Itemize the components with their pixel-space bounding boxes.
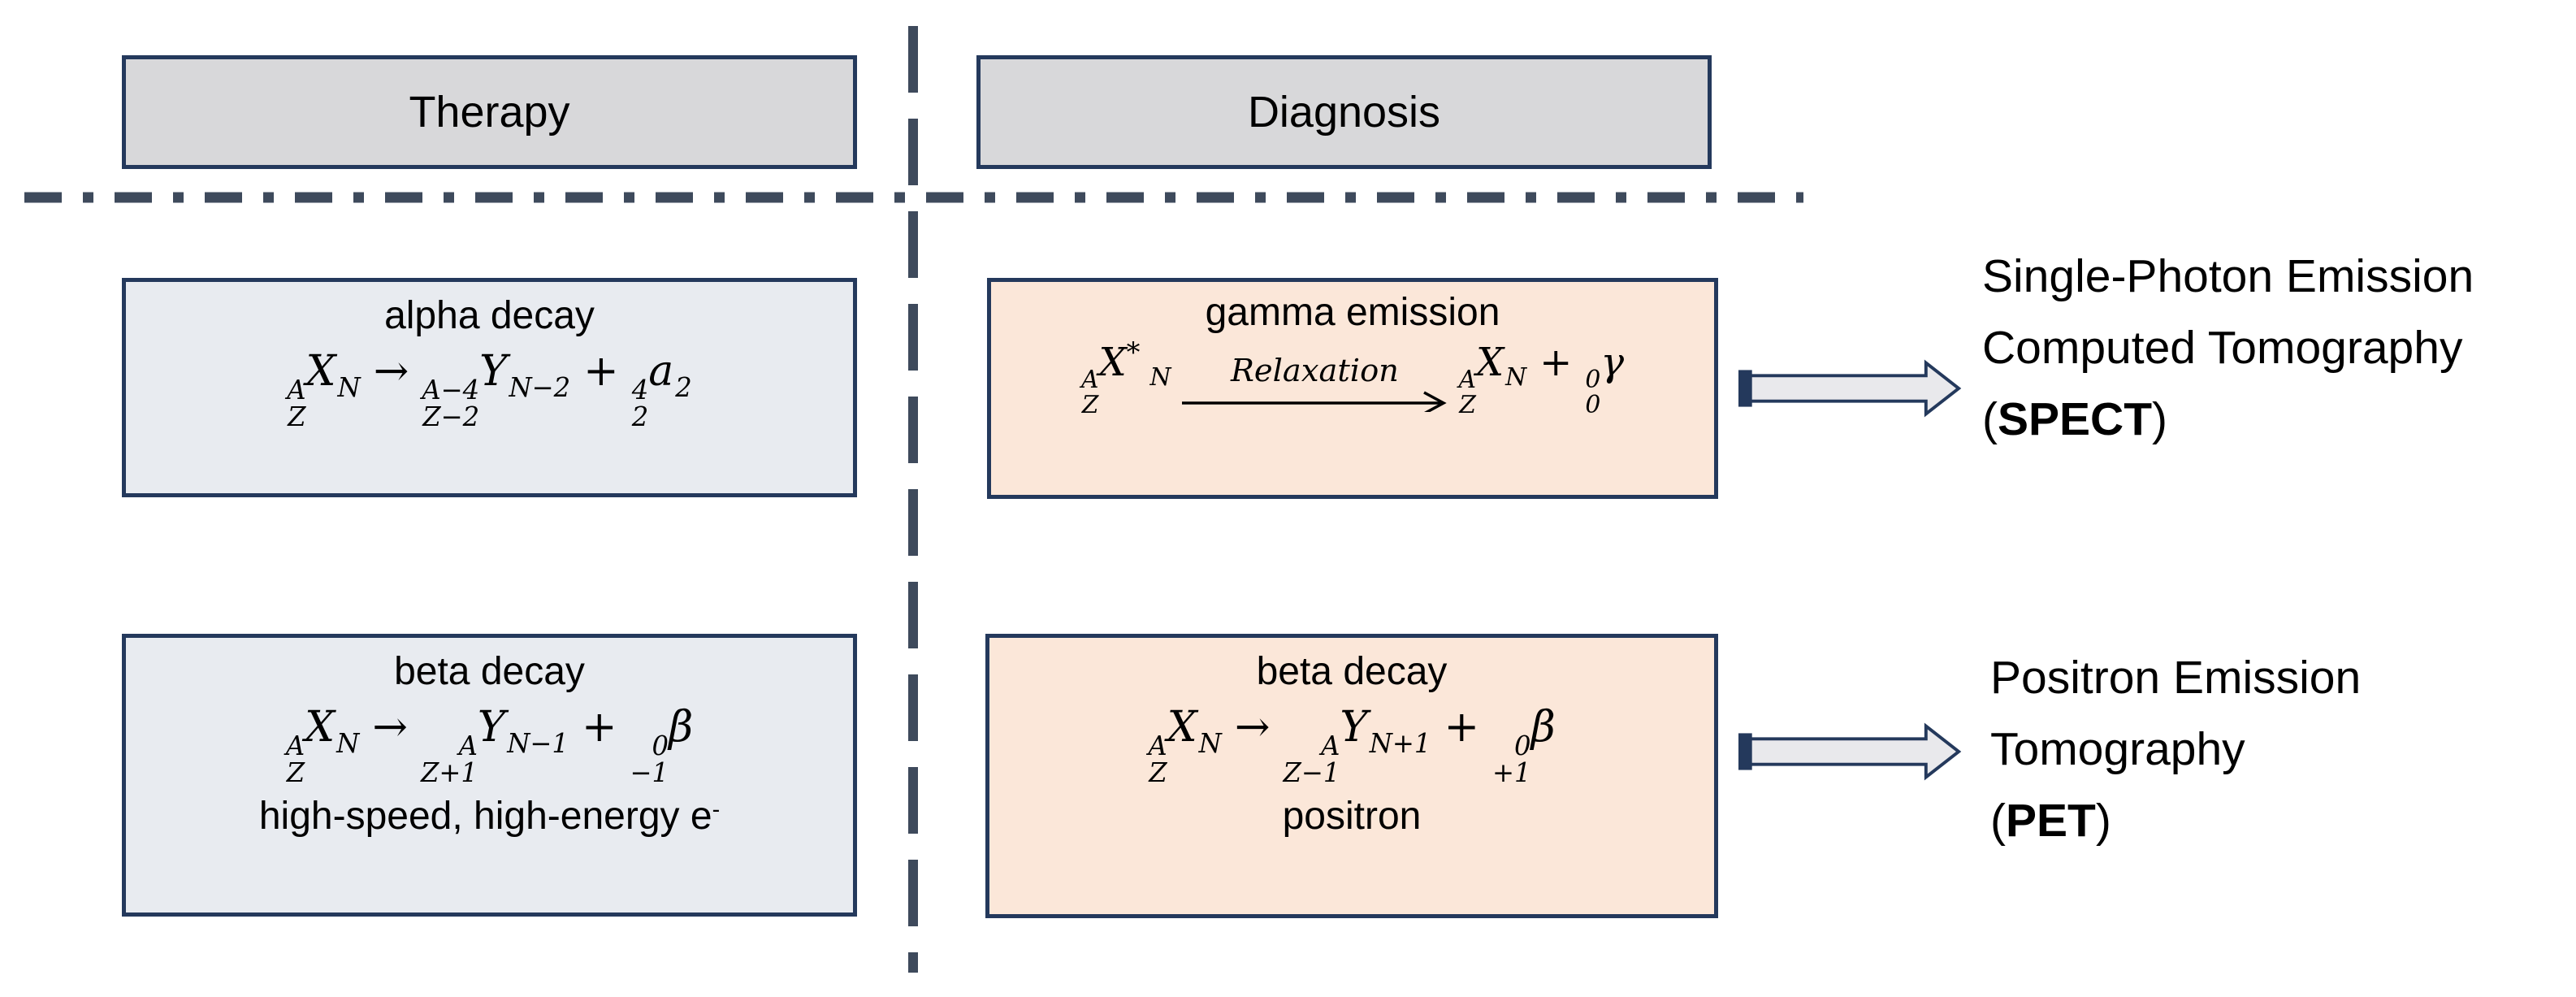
nuclide-prescripts: 0+1 <box>1492 730 1531 789</box>
pet-line2: Tomography <box>1990 723 2245 775</box>
spect-abbr: SPECT <box>1997 393 2153 445</box>
pet-arrow-icon <box>1738 722 1962 781</box>
relaxation-arrow: Relaxation <box>1180 353 1448 413</box>
diagnosis-header-box: Diagnosis <box>976 55 1712 169</box>
spect-arrow-icon <box>1738 359 1962 418</box>
relaxation-label: Relaxation <box>1231 353 1399 390</box>
alpha-decay-title: alpha decay <box>384 294 595 337</box>
spect-line2: Computed Tomography <box>1982 322 2463 374</box>
vertical-divider-line <box>908 26 918 973</box>
pet-abbr: PET <box>2005 795 2096 847</box>
horizontal-divider-line <box>24 192 1803 203</box>
spect-line1: Single-Photon Emission <box>1982 250 2474 302</box>
electron-minus-superscript: - <box>712 796 721 823</box>
therapy-header-label: Therapy <box>409 88 570 137</box>
pet-abbr-line: (PET) <box>1990 795 2111 847</box>
beta-therapy-note: high-speed, high-energy e- <box>258 794 721 838</box>
beta-decay-diagnosis-title: beta decay <box>1256 650 1448 693</box>
pet-label: Positron Emission Tomography (PET) <box>1990 642 2361 856</box>
nuclide-prescripts: 0−1 <box>630 730 669 789</box>
spect-abbr-line: (SPECT) <box>1982 393 2168 445</box>
diagnosis-header-label: Diagnosis <box>1247 88 1441 137</box>
therapy-header-box: Therapy <box>122 55 857 169</box>
spect-label: Single-Photon Emission Computed Tomograp… <box>1982 241 2474 455</box>
beta-diagnosis-note: positron <box>1282 794 1422 838</box>
beta-decay-therapy-title: beta decay <box>394 650 585 693</box>
pet-line1: Positron Emission <box>1990 652 2362 704</box>
gamma-emission-title: gamma emission <box>1205 291 1500 334</box>
long-right-arrow-icon <box>1182 391 1448 413</box>
